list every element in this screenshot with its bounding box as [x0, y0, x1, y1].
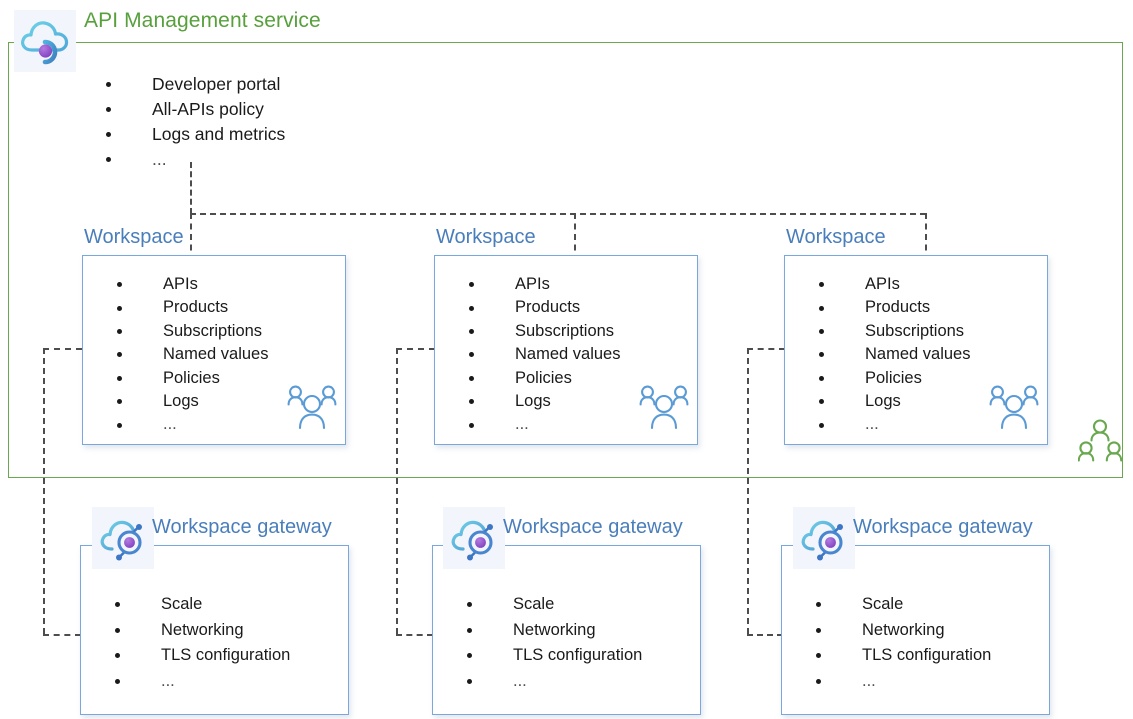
workspace-bullet: Subscriptions	[459, 320, 620, 343]
service-title: API Management service	[84, 9, 321, 32]
workspace-bullet: Subscriptions	[809, 320, 970, 343]
service-bullet: Logs and metrics	[96, 122, 285, 147]
workspace-bullet: Subscriptions	[107, 320, 268, 343]
connector-to-workspace-2	[574, 213, 576, 261]
gateway-bullet: Scale	[806, 592, 991, 618]
workspace-bullet: APIs	[459, 273, 620, 296]
service-bullet-list: Developer portal All-APIs policy Logs an…	[96, 72, 285, 172]
gateway-bullet: Scale	[105, 592, 290, 618]
workspace-gateway-cloud-icon	[443, 507, 505, 569]
workspace-gateway-3-card: Scale Networking TLS configuration ...	[781, 545, 1050, 715]
connector-ws3-out	[747, 348, 785, 350]
connector-ws2-out	[396, 348, 435, 350]
workspace-bullet: Policies	[459, 367, 620, 390]
service-bullet: All-APIs policy	[96, 97, 285, 122]
gateway-bullet: Networking	[806, 618, 991, 644]
gateway-bullet: TLS configuration	[806, 643, 991, 669]
workspace-bullet: ...	[809, 413, 970, 436]
workspace-3-bullet-list: APIs Products Subscriptions Named values…	[809, 273, 970, 437]
gateway-bullet: ...	[105, 669, 290, 695]
gateway-bullet: ...	[457, 669, 642, 695]
workspace-gateway-2-card: Scale Networking TLS configuration ...	[432, 545, 701, 715]
connector-gw1-in	[43, 634, 81, 636]
workspace-3-label: Workspace	[786, 226, 886, 248]
people-group-icon	[286, 384, 338, 437]
workspace-gateway-1-card: Scale Networking TLS configuration ...	[80, 545, 349, 715]
workspace-bullet: Products	[107, 296, 268, 319]
gateway-bullet: TLS configuration	[457, 643, 642, 669]
service-bullet: ...	[96, 147, 285, 172]
workspace-gateway-3-label: Workspace gateway	[853, 516, 1033, 538]
gateway-2-bullet-list: Scale Networking TLS configuration ...	[457, 592, 642, 694]
api-management-cloud-icon	[14, 10, 76, 72]
workspace-bullet: ...	[459, 413, 620, 436]
gateway-bullet: ...	[806, 669, 991, 695]
gateway-bullet: TLS configuration	[105, 643, 290, 669]
workspace-bullet: Named values	[107, 343, 268, 366]
workspace-1-card: APIs Products Subscriptions Named values…	[82, 255, 346, 445]
workspace-bullet: APIs	[809, 273, 970, 296]
connector-service-down	[190, 162, 192, 214]
workspace-3-card: APIs Products Subscriptions Named values…	[784, 255, 1048, 445]
workspace-bullet: Named values	[809, 343, 970, 366]
gateway-bullet: Networking	[105, 618, 290, 644]
connector-service-bus	[190, 213, 926, 215]
workspace-bullet: Policies	[809, 367, 970, 390]
connector-ws3-gw3-vertical	[747, 348, 749, 634]
workspace-gateway-cloud-icon	[793, 507, 855, 569]
workspace-bullet: Logs	[809, 390, 970, 413]
workspace-bullet: ...	[107, 413, 268, 436]
workspace-bullet: Logs	[107, 390, 268, 413]
workspace-bullet: Named values	[459, 343, 620, 366]
workspace-bullet: Policies	[107, 367, 268, 390]
workspace-2-card: APIs Products Subscriptions Named values…	[434, 255, 698, 445]
gateway-bullet: Networking	[457, 618, 642, 644]
workspace-1-label: Workspace	[84, 226, 184, 248]
workspace-bullet: APIs	[107, 273, 268, 296]
people-group-icon	[988, 384, 1040, 437]
workspace-2-bullet-list: APIs Products Subscriptions Named values…	[459, 273, 620, 437]
workspace-gateway-1-label: Workspace gateway	[152, 516, 332, 538]
workspace-1-bullet-list: APIs Products Subscriptions Named values…	[107, 273, 268, 437]
connector-gw3-in	[747, 634, 783, 636]
green-people-group-icon	[1077, 418, 1123, 475]
workspace-bullet: Logs	[459, 390, 620, 413]
gateway-3-bullet-list: Scale Networking TLS configuration ...	[806, 592, 991, 694]
workspace-2-label: Workspace	[436, 226, 536, 248]
people-group-icon	[638, 384, 690, 437]
connector-to-workspace-3	[925, 213, 927, 261]
workspace-bullet: Products	[809, 296, 970, 319]
service-bullet: Developer portal	[96, 72, 285, 97]
connector-gw2-in	[396, 634, 433, 636]
workspace-gateway-2-label: Workspace gateway	[503, 516, 683, 538]
connector-to-workspace-1	[190, 213, 192, 261]
gateway-1-bullet-list: Scale Networking TLS configuration ...	[105, 592, 290, 694]
connector-ws2-gw2-vertical	[396, 348, 398, 634]
connector-ws1-gw1-vertical	[43, 348, 45, 634]
workspace-gateway-cloud-icon	[92, 507, 154, 569]
gateway-bullet: Scale	[457, 592, 642, 618]
connector-ws1-out	[43, 348, 82, 350]
workspace-bullet: Products	[459, 296, 620, 319]
